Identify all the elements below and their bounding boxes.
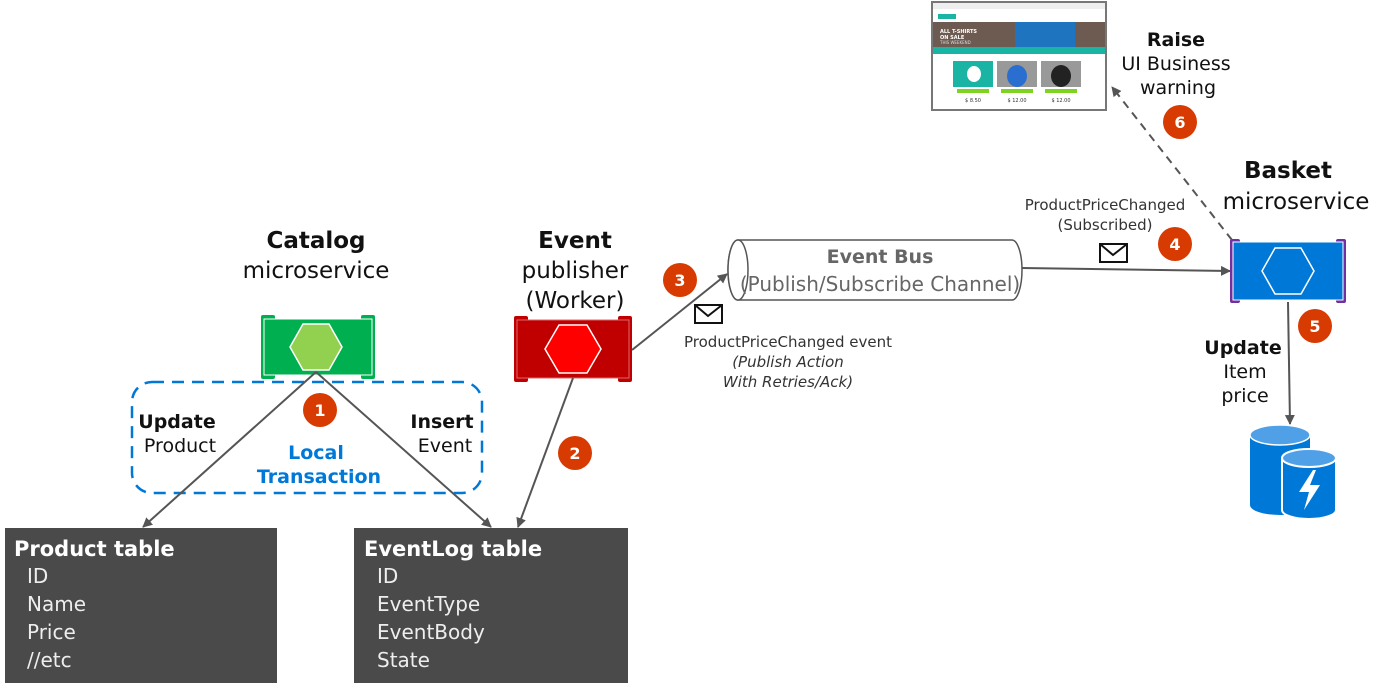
svg-text:3: 3 [674, 271, 685, 290]
eventlog-table: EventLog table ID EventType EventBody St… [354, 528, 628, 683]
svg-text:4: 4 [1169, 235, 1180, 254]
svg-text:1: 1 [314, 401, 325, 420]
transaction-label: Transaction [257, 466, 381, 488]
svg-text:5: 5 [1309, 317, 1320, 336]
step-badge-2: 2 [558, 436, 592, 470]
publish-arrow [631, 273, 728, 351]
update-price-arrow [1284, 301, 1295, 425]
thumbnail-price: $ 12.00 [1007, 98, 1026, 104]
publish-note: (Publish Action [732, 353, 844, 371]
publisher-subtitle: publisher [522, 258, 629, 284]
insert-arrow [315, 371, 492, 528]
item-label: Item [1223, 361, 1266, 383]
subscribe-note: (Subscribed) [1058, 216, 1153, 234]
event-bus-subtitle: (Publish/Subscribe Channel) [740, 272, 1020, 296]
svg-text:2: 2 [569, 444, 580, 463]
update-arrow [142, 371, 317, 528]
envelope-icon [1099, 243, 1128, 263]
publish-event-label: ProductPriceChanged event [684, 333, 892, 351]
insert-label: Insert [410, 411, 473, 433]
step-badge-1: 1 [303, 393, 337, 427]
table-field: //etc [27, 648, 72, 672]
update-price-label: Update [1204, 337, 1281, 359]
table-field: EventBody [377, 620, 485, 644]
product-label: Product [144, 435, 216, 457]
ui-business-label: UI Business [1121, 53, 1230, 75]
raise-label: Raise [1147, 29, 1205, 51]
catalog-subtitle: microservice [243, 258, 390, 284]
table-field: Price [27, 620, 76, 644]
update-label: Update [138, 411, 215, 433]
product-table: Product table ID Name Price //etc [5, 528, 277, 683]
basket-title: Basket [1244, 158, 1332, 184]
web-ui-screenshot: ALL T-SHIRTS ON SALE THIS WEEKEND $ 8.50… [931, 1, 1107, 111]
price-label: price [1221, 385, 1268, 407]
publisher-worker-label: (Worker) [526, 288, 625, 314]
step-badge-5: 5 [1298, 309, 1332, 343]
basket-subtitle: microservice [1223, 189, 1370, 215]
thumbnail-banner: ON SALE [940, 35, 965, 41]
table-field: State [377, 648, 430, 672]
local-label: Local [288, 442, 344, 464]
table-field: EventType [377, 592, 480, 616]
local-transaction-boundary [130, 380, 484, 495]
event-label: Event [418, 435, 472, 457]
event-bus-cylinder [727, 239, 1023, 301]
publisher-title: Event [538, 228, 612, 254]
event-bus-title: Event Bus [827, 246, 934, 268]
step-badge-3: 3 [663, 263, 697, 297]
raise-warning-arrow [1111, 86, 1233, 241]
catalog-service-icon [261, 315, 375, 379]
svg-text:6: 6 [1174, 113, 1185, 132]
catalog-title: Catalog [266, 228, 365, 254]
eventlog-table-title: EventLog table [364, 537, 542, 561]
envelope-icon [694, 304, 723, 324]
publisher-service-icon [514, 316, 632, 382]
step-badge-6: 6 [1163, 105, 1197, 139]
cache-database-icon [1249, 424, 1337, 520]
thumbnail-banner: THIS WEEKEND [939, 40, 971, 45]
subscribe-event-label: ProductPriceChanged [1025, 196, 1186, 214]
product-table-title: Product table [14, 537, 175, 561]
subscribe-arrow [1021, 265, 1231, 276]
table-field: Name [27, 592, 86, 616]
table-field: ID [377, 564, 398, 588]
table-field: ID [27, 564, 48, 588]
publish-note: With Retries/Ack) [723, 373, 853, 391]
thumbnail-price: $ 8.50 [965, 98, 981, 104]
step-badge-4: 4 [1158, 227, 1192, 261]
warning-label: warning [1140, 77, 1216, 99]
basket-service-icon [1230, 239, 1346, 303]
publisher-read-arrow [516, 377, 574, 528]
thumbnail-banner: ALL T-SHIRTS [940, 29, 977, 35]
thumbnail-price: $ 12.00 [1051, 98, 1070, 104]
